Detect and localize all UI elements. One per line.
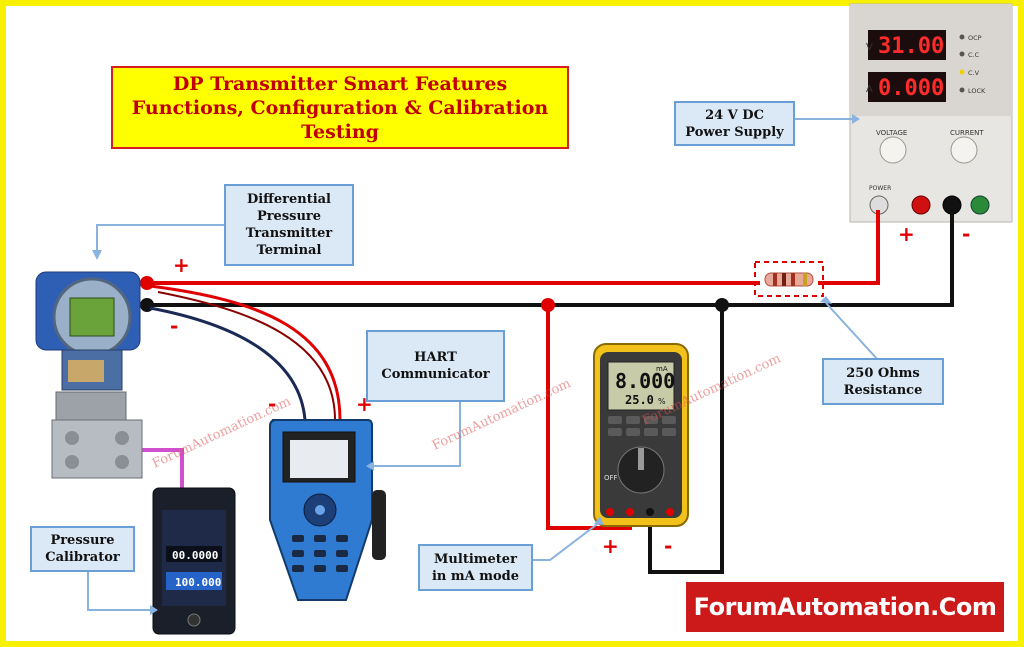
transmitter-plus-sign: + — [173, 253, 190, 277]
current-knob-label: CURRENT — [950, 129, 984, 137]
hart-positive-lead-shadow — [157, 291, 336, 421]
power-label: POWER — [869, 185, 891, 192]
multimeter-minus-sign: - — [664, 534, 673, 558]
supply-plus-sign: + — [898, 222, 915, 246]
ocp-led — [959, 34, 965, 40]
current-label: A — [866, 84, 873, 95]
resistance-callout-text: 250 Ohms Resistance — [843, 365, 923, 398]
current-reading: 0.000 — [878, 76, 944, 101]
multimeter-main-reading: 8.000 — [615, 369, 675, 393]
calibrator-leader-arrow — [150, 605, 158, 615]
calibrator-callout-leader — [87, 570, 150, 611]
transmitter-lcd — [69, 297, 115, 337]
hart-minus-sign: - — [268, 392, 277, 416]
voltage-display — [868, 30, 946, 60]
positive-terminal — [911, 195, 931, 215]
calibrator-callout: Pressure Calibrator — [30, 526, 135, 572]
current-knob[interactable] — [950, 136, 978, 164]
ground-terminal — [970, 195, 990, 215]
voltage-knob[interactable] — [879, 136, 907, 164]
transmitter-callout-leader — [96, 224, 224, 250]
multimeter-negative-wire — [648, 305, 724, 574]
supply-minus-sign: - — [962, 222, 971, 246]
pressure-calibrator: 00.0000 100.000 — [152, 487, 236, 635]
negative-wire-to-supply — [722, 212, 954, 307]
calibrator-pressure-hose — [130, 448, 184, 490]
calibrator-reading-top: 00.0000 — [172, 549, 218, 562]
multimeter-leader-arrow — [594, 516, 604, 525]
resistance-callout: 250 Ohms Resistance — [822, 358, 944, 405]
transmitter-negative-node — [140, 298, 154, 312]
calibrator-reading-bottom: 100.000 — [175, 576, 221, 589]
hart-callout: HART Communicator — [366, 330, 505, 402]
cv-label: C.V — [968, 69, 980, 77]
calibrator-callout-text: Pressure Calibrator — [45, 533, 120, 565]
hart-negative-lead — [149, 306, 307, 421]
hart-leader-arrow — [366, 461, 374, 471]
positive-wire-to-supply — [818, 210, 880, 285]
multimeter-secondary-unit: % — [658, 397, 666, 406]
ocp-label: OCP — [968, 34, 982, 42]
voltage-knob-label: VOLTAGE — [876, 129, 907, 137]
cc-label: C.C — [968, 51, 980, 59]
multimeter: 8.000 mA 25.0 % OFF — [593, 343, 689, 527]
voltage-reading: 31.00 — [878, 34, 944, 59]
hart-callout-text: HART Communicator — [381, 350, 490, 382]
transmitter-positive-node — [140, 276, 154, 290]
power-supply-callout-text: 24 V DC Power Supply — [685, 107, 784, 140]
resistance-callout-leader — [825, 302, 879, 361]
multimeter-callout-text: Multimeter in mA mode — [431, 551, 520, 584]
hart-callout-leader — [374, 400, 461, 467]
voltage-label: V — [866, 42, 873, 53]
multimeter-positive-node — [541, 298, 555, 312]
multimeter-unit: mA — [656, 365, 668, 373]
transmitter-callout-text: Differential Pressure Transmitter Termin… — [245, 192, 333, 258]
multimeter-negative-node — [715, 298, 729, 312]
current-display — [868, 72, 946, 102]
title-line-1: DP Transmitter Smart Features — [172, 73, 508, 95]
transmitter-callout: Differential Pressure Transmitter Termin… — [224, 184, 354, 266]
multimeter-off-label: OFF — [604, 474, 618, 482]
transmitter-leader-arrow — [92, 250, 102, 260]
diagram-title: DP Transmitter Smart Features Functions,… — [111, 66, 569, 149]
dp-transmitter — [35, 271, 143, 479]
transmitter-minus-sign: - — [170, 314, 179, 338]
power-supply-callout: 24 V DC Power Supply — [674, 101, 795, 146]
resistance-leader-arrow — [820, 296, 832, 304]
power-supply: V A 31.00 0.000 OCP C.C C.V LOCK VOLTAGE… — [849, 3, 1013, 223]
title-line-3: Testing — [301, 121, 379, 143]
lock-led — [959, 87, 965, 93]
cc-led — [959, 51, 965, 57]
power-supply-leader-arrow — [852, 114, 860, 124]
resistor-highlight — [754, 261, 824, 297]
title-line-2: Functions, Configuration & Calibration — [131, 97, 549, 119]
hart-plus-sign: + — [356, 392, 373, 416]
multimeter-secondary-reading: 25.0 — [625, 393, 654, 407]
lock-label: LOCK — [968, 87, 986, 95]
multimeter-plus-sign: + — [602, 534, 619, 558]
cv-led — [959, 69, 965, 75]
multimeter-callout: Multimeter in mA mode — [418, 544, 533, 591]
negative-terminal — [942, 195, 962, 215]
hart-positive-lead — [149, 284, 342, 421]
brand-banner: ForumAutomation.Com — [686, 582, 1004, 632]
hart-communicator — [269, 419, 386, 601]
